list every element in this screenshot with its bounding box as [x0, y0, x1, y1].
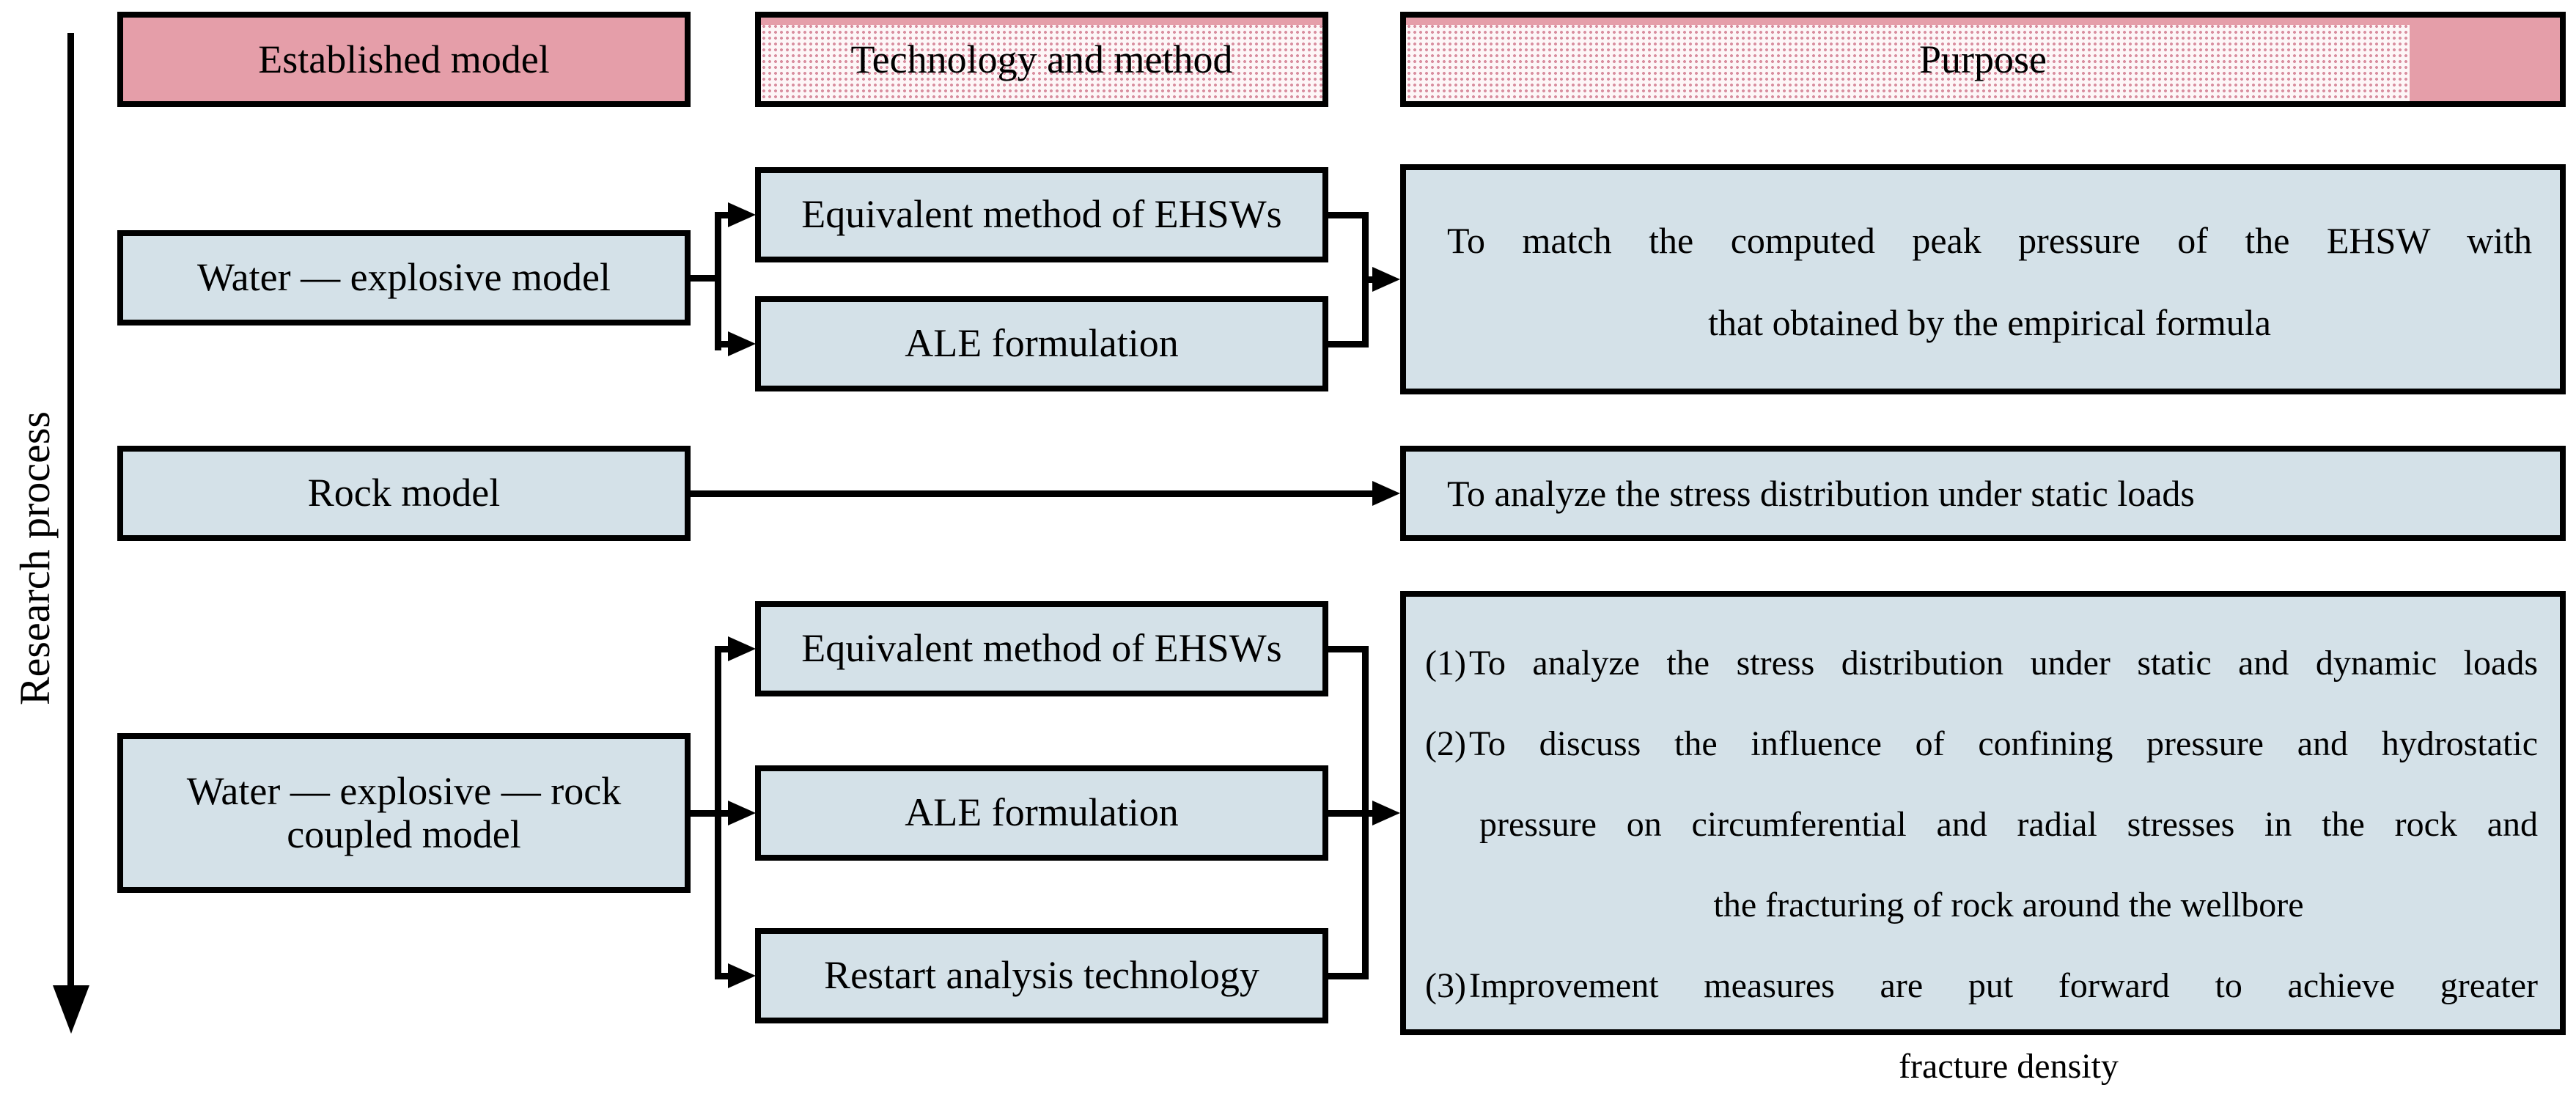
header-established-model: Established model: [117, 12, 691, 107]
row3-method1-label: Equivalent method of EHSWs: [801, 626, 1282, 671]
row2-model-label: Rock model: [307, 471, 501, 515]
row1-method-box-ale-formulation: ALE formulation: [755, 296, 1328, 391]
connector-line: [1328, 646, 1369, 652]
research-process-arrow-line: [67, 33, 74, 986]
row3-purpose-item2-line2: pressure on circumferential and radial s…: [1479, 805, 2538, 844]
row3-method-box-equivalent-ehsws: Equivalent method of EHSWs: [755, 601, 1328, 696]
item1-number: (1): [1425, 644, 1466, 683]
item3-number: (3): [1425, 966, 1466, 1005]
row3-model-line2: coupled model: [287, 812, 521, 856]
connector-line: [689, 275, 721, 282]
connector-line: [1328, 973, 1369, 979]
item3-text: Improvement measures are put forward to …: [1468, 966, 2538, 1005]
connector-line: [715, 810, 731, 817]
arrowhead-icon: [728, 801, 756, 825]
row3-purpose-item3-line1: (3)Improvement measures are put forward …: [1406, 946, 2560, 1026]
item2-number: (2): [1425, 724, 1466, 763]
arrowhead-icon: [728, 202, 756, 227]
row3-purpose-item3-line2: fracture density: [1899, 1047, 2119, 1086]
connector-line: [715, 212, 731, 218]
row3-method-box-restart-analysis: Restart analysis technology: [755, 928, 1328, 1023]
arrowhead-icon: [728, 963, 756, 988]
row3-method-box-ale-formulation: ALE formulation: [755, 765, 1328, 861]
connector-line: [689, 810, 721, 817]
row1-purpose-line1: To match the computed peak pressure of t…: [1447, 220, 2532, 261]
research-process-diagram: Research process Established model Techn…: [11, 12, 2566, 1086]
connector-line: [1362, 810, 1374, 817]
arrowhead-icon: [1372, 481, 1400, 506]
connector-line: [689, 490, 1374, 497]
row1-purpose-text: To match the computed peak pressure of t…: [1406, 199, 2560, 364]
arrowhead-icon: [728, 331, 756, 356]
row3-model-box: Water — explosive — rock coupled model: [117, 733, 691, 893]
arrowhead-icon: [1372, 267, 1400, 292]
connector-line: [715, 973, 731, 979]
row3-purpose-text: (1)To analyze the stress distribution un…: [1406, 623, 2560, 1107]
item1-text: To analyze the stress distribution under…: [1468, 644, 2538, 683]
row1-model-box: Water — explosive model: [117, 230, 691, 326]
connector-line: [715, 341, 731, 347]
connector-line: [715, 646, 731, 652]
header-technology-and-method: Technology and method: [755, 12, 1328, 107]
header-purpose: Purpose: [1400, 12, 2566, 107]
connector-line: [1362, 276, 1374, 283]
connector-line: [1328, 212, 1369, 218]
row1-purpose-line2: that obtained by the empirical formula: [1708, 302, 2271, 343]
header-established-model-label: Established model: [258, 37, 550, 81]
row3-model-line1: Water — explosive — rock: [186, 768, 622, 813]
arrowhead-icon: [1372, 801, 1400, 825]
row2-purpose-text: To analyze the stress distribution under…: [1406, 452, 2560, 535]
row3-model-label: Water — explosive — rock coupled model: [186, 768, 622, 857]
connector-line: [715, 212, 721, 350]
row3-purpose-box: (1)To analyze the stress distribution un…: [1400, 591, 2566, 1086]
side-label-research-process: Research process: [11, 411, 59, 705]
row2-model-box: Rock model: [117, 446, 691, 541]
header-technology-and-method-label: Technology and method: [850, 37, 1233, 81]
row1-model-label: Water — explosive model: [197, 255, 611, 300]
connector-line: [1328, 341, 1369, 347]
row2-purpose-line: To analyze the stress distribution under…: [1447, 473, 2195, 514]
row2-purpose-box: To analyze the stress distribution under…: [1400, 446, 2566, 541]
research-process-arrowhead-icon: [53, 985, 89, 1034]
row1-method1-label: Equivalent method of EHSWs: [801, 192, 1282, 237]
row1-method-box-equivalent-ehsws: Equivalent method of EHSWs: [755, 167, 1328, 262]
row3-purpose-item1-line1: (1)To analyze the stress distribution un…: [1406, 623, 2560, 704]
item2-text: To discuss the influence of confining pr…: [1468, 724, 2538, 763]
row3-method2-label: ALE formulation: [905, 790, 1179, 835]
row3-purpose-item2-line1: (2)To discuss the influence of confining…: [1406, 704, 2560, 784]
row3-method3-label: Restart analysis technology: [824, 953, 1259, 998]
row3-purpose-item2-line3: the fracturing of rock around the wellbo…: [1713, 886, 2304, 924]
arrowhead-icon: [728, 636, 756, 661]
connector-line: [1328, 810, 1369, 817]
row1-method2-label: ALE formulation: [905, 321, 1179, 366]
header-purpose-label: Purpose: [1919, 37, 2047, 81]
row1-purpose-box: To match the computed peak pressure of t…: [1400, 164, 2566, 394]
